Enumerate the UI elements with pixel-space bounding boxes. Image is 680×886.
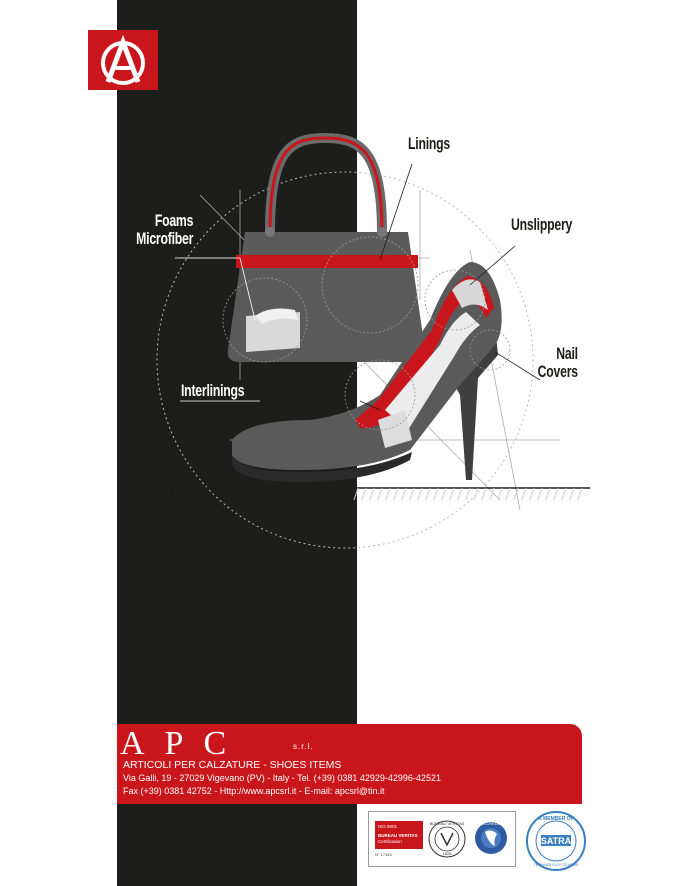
shoe-red-lining bbox=[355, 276, 494, 429]
satra-name-text: SATRA bbox=[541, 836, 572, 846]
bv-line-2: BUREAU VERITAS bbox=[378, 833, 418, 838]
label-interlinings: Interlinings bbox=[181, 381, 245, 400]
label-linings-text: Linings bbox=[408, 134, 451, 153]
satra-ring-text: TECHNOLOGY CENTRE bbox=[533, 862, 579, 867]
bv-line-1: ISO 9001 bbox=[378, 824, 398, 829]
label-nail-text: Nail bbox=[556, 344, 578, 363]
bv-certification-badge: ISO 9001 BUREAU VERITAS Certification bbox=[375, 821, 423, 849]
bureau-veritas-seal-icon: BUREAU VERITAS 1828 bbox=[428, 820, 466, 858]
apc-logo-icon bbox=[88, 30, 158, 90]
interlining-piece bbox=[378, 410, 412, 448]
label-foams-microfiber: Foams Microfiber bbox=[136, 212, 193, 248]
label-unslippery: Unslippery bbox=[511, 216, 572, 234]
satra-top-text: A MEMBER OF bbox=[538, 816, 573, 822]
label-interlinings-text: Interlinings bbox=[181, 381, 245, 400]
label-linings: Linings bbox=[408, 135, 450, 153]
bv-seal-text: BUREAU VERITAS bbox=[430, 821, 465, 826]
bv-number: N° 17345 bbox=[375, 852, 392, 857]
brand-name: APC bbox=[120, 725, 247, 762]
shoe-upper bbox=[232, 262, 502, 470]
satra-member-badge-icon: A MEMBER OF SATRA TECHNOLOGY CENTRE bbox=[526, 811, 586, 871]
bag-red-stripe bbox=[236, 255, 418, 268]
company-tagline: ARTICOLI PER CALZATURE - SHOES ITEMS bbox=[123, 759, 342, 771]
bag-foam-cutout bbox=[246, 312, 300, 352]
bv-line-3: Certification bbox=[378, 839, 402, 844]
address-line: Via Galli, 19 - 27029 Vigevano (PV) - It… bbox=[123, 773, 441, 783]
brand-suffix: s.r.l. bbox=[293, 742, 314, 751]
bv-seal-year: 1828 bbox=[443, 851, 453, 856]
unslippery-pad bbox=[452, 279, 488, 310]
accredia-text: ACCREDIA bbox=[481, 821, 502, 826]
accredia-logo-icon: ACCREDIA bbox=[475, 821, 507, 854]
label-unslippery-text: Unslippery bbox=[511, 215, 573, 234]
guide-circle bbox=[156, 171, 534, 549]
contact-line: Fax (+39) 0381 42752 - Http://www.apcsrl… bbox=[123, 786, 385, 796]
certification-box: ISO 9001 BUREAU VERITAS Certification N°… bbox=[368, 811, 516, 867]
label-covers-text: Covers bbox=[537, 362, 578, 381]
label-foams-text: Foams bbox=[154, 211, 194, 230]
footer-red-panel bbox=[117, 724, 582, 804]
label-microfiber-text: Microfiber bbox=[135, 229, 193, 248]
label-nail-covers: Nail Covers bbox=[538, 345, 578, 381]
